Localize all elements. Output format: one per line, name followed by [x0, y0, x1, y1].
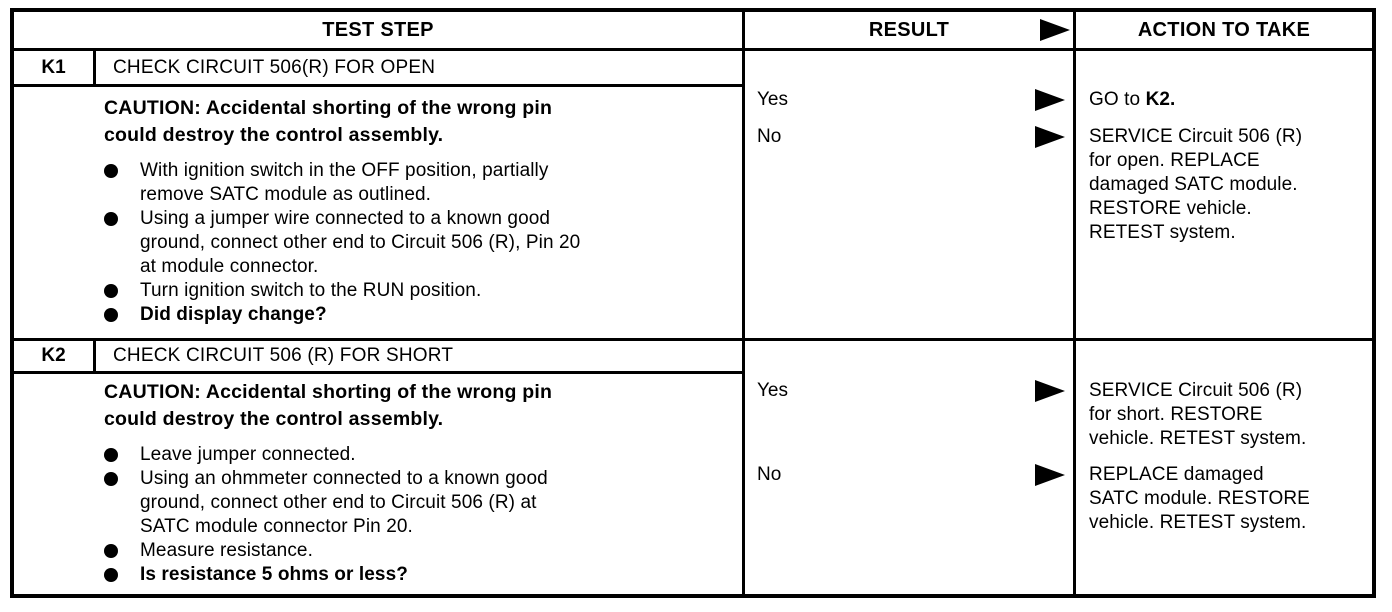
result-label: No [757, 464, 782, 485]
bullet-icon [104, 284, 118, 298]
header-action: ACTION TO TAKE [1076, 12, 1372, 51]
result-label: Yes [757, 89, 788, 110]
step-k2-id: K2 [14, 341, 96, 371]
header-test-step-label: TEST STEP [322, 18, 434, 41]
bullet-icon [104, 164, 118, 178]
step-k2-caution: CAUTION: Accidental shorting of the wron… [104, 381, 553, 430]
step-k1-test-cell: K1 CHECK CIRCUIT 506(R) FOR OPEN CAUTION… [14, 51, 745, 341]
bullet-icon [104, 568, 118, 582]
action-text: GO to K2. [1089, 89, 1176, 110]
result-row-yes: Yes [757, 88, 1065, 112]
pinpoint-test-table: TEST STEP RESULT ACTION TO TAKE K1 CHECK… [10, 8, 1376, 598]
action-text: SERVICE Circuit 506 (R) for short. RESTO… [1089, 380, 1307, 449]
header-result: RESULT [745, 12, 1076, 51]
step-k1-caution: CAUTION: Accidental shorting of the wron… [104, 97, 553, 146]
result-row-yes: Yes [757, 379, 1065, 403]
action-text: SERVICE Circuit 506 (R) for open. REPLAC… [1089, 126, 1303, 243]
action-text: REPLACE damaged SATC module. RESTORE veh… [1089, 464, 1310, 533]
result-arrow-icon [1035, 464, 1065, 486]
result-row-no: No [757, 125, 1065, 149]
header-result-label: RESULT [868, 18, 950, 41]
list-item: Turn ignition switch to the RUN position… [104, 279, 718, 303]
step-k2-body: CAUTION: Accidental shorting of the wron… [14, 374, 742, 587]
step-k2-result-cell: Yes No [745, 341, 1076, 594]
bullet-icon [104, 212, 118, 226]
result-arrow-icon [1035, 126, 1065, 148]
step-k2-test-cell: K2 CHECK CIRCUIT 506 (R) FOR SHORT CAUTI… [14, 341, 745, 594]
step-k1-title-row: K1 CHECK CIRCUIT 506(R) FOR OPEN [14, 51, 742, 87]
result-row-no: No [757, 463, 1065, 487]
bullet-icon [104, 308, 118, 322]
header-test-step: TEST STEP [14, 12, 745, 51]
header-action-label: ACTION TO TAKE [1137, 18, 1311, 41]
step-k1-body: CAUTION: Accidental shorting of the wron… [14, 87, 742, 327]
step-k2-action-cell: SERVICE Circuit 506 (R) for short. RESTO… [1076, 341, 1372, 594]
result-label: No [757, 126, 782, 147]
list-item: Using a jumper wire connected to a known… [104, 207, 718, 279]
result-arrow-icon [1035, 89, 1065, 111]
list-item-question: Is resistance 5 ohms or less? [104, 563, 718, 587]
bullet-icon [104, 472, 118, 486]
list-item: Measure resistance. [104, 539, 718, 563]
step-k1-result-cell: Yes No [745, 51, 1076, 341]
result-label: Yes [757, 380, 788, 401]
step-k1-title: CHECK CIRCUIT 506(R) FOR OPEN [113, 56, 436, 78]
step-k1-id: K1 [14, 51, 96, 84]
bullet-icon [104, 544, 118, 558]
step-k2-title-row: K2 CHECK CIRCUIT 506 (R) FOR SHORT [14, 341, 742, 374]
step-k2-bullet-list: Leave jumper connected. Using an ohmmete… [104, 443, 718, 587]
list-item: Leave jumper connected. [104, 443, 718, 467]
result-arrow-icon [1035, 380, 1065, 402]
step-k1-action-cell: GO to K2. SERVICE Circuit 506 (R) for op… [1076, 51, 1372, 341]
list-item: With ignition switch in the OFF position… [104, 159, 718, 207]
step-k2-title: CHECK CIRCUIT 506 (R) FOR SHORT [113, 345, 454, 366]
step-k1-bullet-list: With ignition switch in the OFF position… [104, 159, 718, 327]
list-item-question: Did display change? [104, 303, 718, 327]
bullet-icon [104, 448, 118, 462]
list-item: Using an ohmmeter connected to a known g… [104, 467, 718, 539]
result-arrow-icon [1040, 19, 1070, 41]
